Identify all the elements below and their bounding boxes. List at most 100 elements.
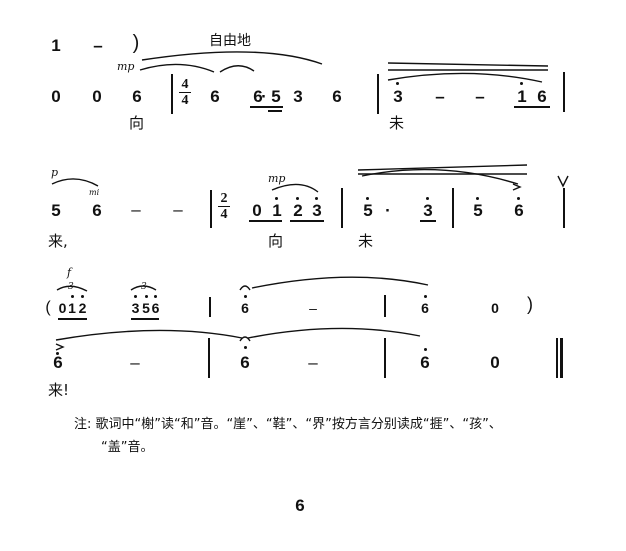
underline [58,318,87,320]
note: 6 [253,87,263,106]
slur [387,72,543,83]
triplet-slur [56,285,88,292]
underline [131,318,159,320]
barline [384,295,386,317]
dynamic-mp: mp [117,60,135,73]
high-dot [145,295,148,298]
high-dot [244,346,247,349]
underline [420,220,436,222]
barline [209,297,211,317]
note: 0 [51,87,61,106]
high-dot [424,295,427,298]
high-dot [71,295,74,298]
close-paren: ) [527,294,533,314]
note: 1 [68,300,76,316]
ts-num: 4 [181,77,189,92]
high-dot [366,197,369,200]
note: 6 [241,300,249,316]
underline [514,106,550,108]
phrase-slur [141,51,323,65]
slur [251,276,429,289]
barline [563,188,565,228]
footnote-line1: 注: 歌词中“榭”读“和”音。“崖”、“鞋”、“界”按方言分别读成“捱”、“孩”… [74,417,502,432]
note: 3 [393,87,403,106]
high-dot [476,197,479,200]
final-barline-thin [556,338,558,378]
open-paren: ( [45,299,51,316]
dash: – [309,300,317,316]
ts-den: 4 [220,207,228,222]
note: 6 [92,201,102,220]
note: 0 [252,201,262,220]
dot-mark: · [385,201,391,220]
barline [171,74,173,114]
slur [51,178,99,187]
high-dot [520,82,523,85]
dash: – [130,353,140,372]
dash: – [435,87,445,106]
note: 1 [51,36,61,55]
slur [55,329,243,341]
high-dot [315,197,318,200]
note: 1 [272,201,282,220]
note: 6 [240,353,250,372]
slur [271,183,319,193]
slur [219,65,255,73]
note: 6 [537,87,547,106]
underline [249,220,282,222]
slur [247,327,421,339]
note: 1 [517,87,527,106]
note: 5 [142,300,150,316]
note: 0 [490,353,500,372]
note: 0 [58,300,67,316]
lyric: 来, [48,232,68,250]
lyric: 向 [129,114,145,132]
high-dot [81,295,84,298]
note: 3 [423,201,433,220]
underline [250,106,283,108]
triplet-slur [130,285,157,291]
triplet-label: 3 [141,282,147,292]
high-dot [275,197,278,200]
dash: – [173,200,183,219]
note: 2 [293,201,303,220]
note: 5 [363,201,373,220]
note: 6 [514,201,524,220]
note: 3 [312,201,322,220]
high-dot [424,348,427,351]
ts-num: 2 [220,191,228,206]
high-dot [517,197,520,200]
underline [290,220,324,222]
dot-mark: · [261,87,267,106]
note: 6 [53,353,63,372]
note: 5 [271,87,281,106]
note: 6 [132,87,142,106]
slur [361,168,519,185]
triplet-label: 3 [68,282,74,292]
note: 6 [151,300,160,316]
dash: – [93,36,103,55]
dynamic-f: f [67,266,72,279]
ornament-mi: mi [89,188,100,197]
note: 0 [92,87,102,106]
ts-den: 4 [181,93,189,108]
note: 0 [491,300,499,316]
high-dot [154,295,157,298]
dash: – [475,87,485,106]
high-dot [244,295,247,298]
footnote-line2: “盖”音。 [101,440,154,455]
dynamic-mp: mp [268,172,286,185]
dash: – [308,353,318,372]
barline [377,74,379,114]
note: 5 [51,201,61,220]
barline [208,338,210,378]
note: 6 [420,353,430,372]
note: 3 [131,300,140,316]
dash: – [131,200,141,219]
note: 5 [473,201,483,220]
page-number: 6 [295,496,305,515]
high-dot [426,197,429,200]
